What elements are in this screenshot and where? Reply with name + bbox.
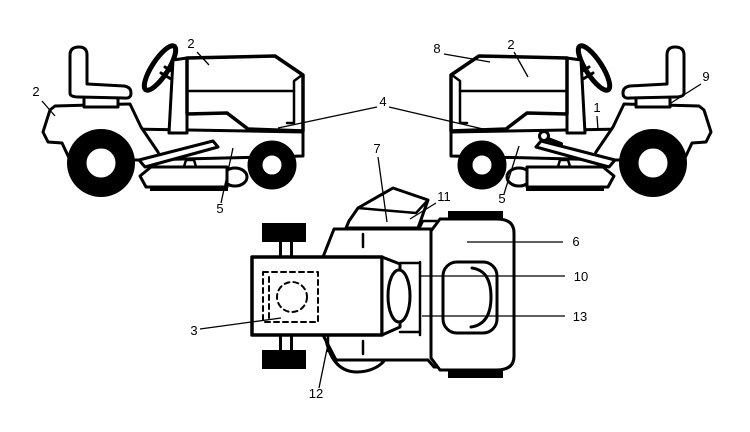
footrest-arc xyxy=(324,338,386,374)
leader-right-deck-decal xyxy=(503,145,520,195)
leader-right-hood-top xyxy=(443,53,491,63)
leader-hood-side-both xyxy=(277,106,484,130)
rear-tire-left xyxy=(448,211,503,218)
front-tire-right xyxy=(262,350,306,369)
right-side-view xyxy=(451,42,711,197)
leader-left-hood-decal xyxy=(196,51,210,66)
engine-pulley-dashed xyxy=(276,281,308,313)
top-view xyxy=(250,186,516,378)
leader-top-engine xyxy=(199,317,282,330)
callout-label-3: 3 xyxy=(190,323,197,338)
hood-top-view xyxy=(250,255,384,337)
callout-label-2-right-hood: 2 xyxy=(507,37,514,52)
leader-top-chute xyxy=(377,156,388,223)
dash-panel-lines xyxy=(398,260,422,337)
rear-tire-right xyxy=(448,371,503,378)
ignition-key xyxy=(538,130,563,146)
leader-top-footrest xyxy=(318,343,329,389)
callout-label-1: 1 xyxy=(593,100,600,115)
callout-label-5-right: 5 xyxy=(498,191,505,206)
key-shaft xyxy=(546,137,563,146)
leader-lines xyxy=(41,51,702,389)
front-tire-left xyxy=(262,223,306,242)
leader-left-deck-decal xyxy=(220,147,234,204)
callout-label-7: 7 xyxy=(373,141,380,156)
callout-labels: 2 2 5 4 8 2 9 1 5 7 11 6 10 13 3 12 xyxy=(32,36,709,401)
callout-label-2-left-fender: 2 xyxy=(32,84,39,99)
callout-label-2-left-hood: 2 xyxy=(187,36,194,51)
callout-label-8: 8 xyxy=(433,41,440,56)
callout-label-12: 12 xyxy=(309,386,323,401)
callout-label-9: 9 xyxy=(702,69,709,84)
leader-top-chute-handle xyxy=(409,202,437,220)
callout-label-5-left: 5 xyxy=(216,201,223,216)
callout-label-11: 11 xyxy=(437,189,451,204)
seat-top-view xyxy=(441,260,499,335)
callout-label-10: 10 xyxy=(574,269,588,284)
left-side-view xyxy=(43,42,303,197)
callout-label-13: 13 xyxy=(573,309,587,324)
leader-right-hood-decal xyxy=(513,51,529,78)
engine-outline-dashed xyxy=(262,271,319,323)
leader-right-chassis xyxy=(596,115,599,131)
callout-label-6: 6 xyxy=(572,234,579,249)
discharge-chute xyxy=(344,186,430,230)
steering-wheel-top-view xyxy=(386,268,412,324)
leader-left-fender-decal xyxy=(41,100,56,117)
callout-label-4: 4 xyxy=(379,94,386,109)
seat-cushion-contour xyxy=(469,266,493,329)
leader-right-seat-bracket xyxy=(670,83,702,104)
